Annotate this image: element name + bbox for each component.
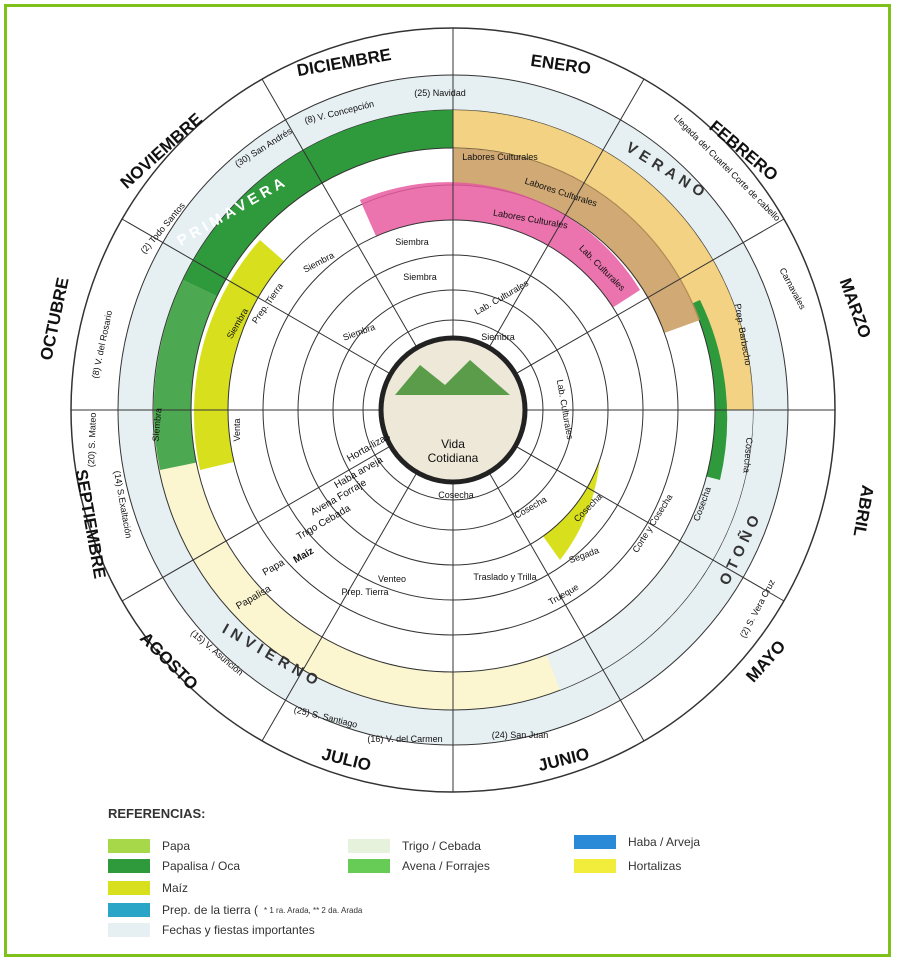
legend-item-prep: Prep. de la tierra ( * 1 ra. Arada, ** 2… [108,902,362,918]
crop-calendar-diagram: Vida Cotidiana ENERO FEBRERO MARZO ABRIL… [37,27,878,793]
legend-item-trigo: Trigo / Cebada [348,838,481,854]
legend-swatch-avena [348,859,390,873]
legend-swatch-papa [108,839,150,853]
legend-item-fechas: Fechas y fiestas importantes [108,922,315,938]
act-siembra-7: Siembra [151,408,164,442]
act-venta: Venta [232,418,242,441]
page-frame [4,4,891,957]
fiesta-carmen: (16) V. del Carmen [367,734,442,744]
legend-swatch-maiz [108,881,150,895]
center-label-1: Vida [441,437,465,451]
act-labores-1: Labores Culturales [462,152,538,162]
legend-title: REFERENCIAS: [108,806,206,821]
center-mountains [395,360,510,395]
legend-swatch-prep [108,903,150,917]
act-venteo: Venteo [378,574,406,584]
month-octubre: OCTUBRE [37,276,73,362]
legend-swatch-fechas [108,923,150,937]
legend-swatch-trigo [348,839,390,853]
legend-swatch-papalisa [108,859,150,873]
month-abril: ABRIL [850,484,878,538]
center-label-2: Cotidiana [428,451,479,465]
act-siembra-2: Siembra [403,272,437,282]
act-traslado: Traslado y Trilla [473,572,536,582]
act-cosecha-1: Cosecha [741,437,754,473]
month-marzo: MARZO [836,276,875,341]
legend: REFERENCIAS: Papa Papalisa / Oca Maíz Pr… [108,806,748,956]
legend-item-maiz: Maíz [108,880,188,896]
legend-item-haba: Haba / Arveja [574,834,700,850]
legend-item-papa: Papa [108,838,190,854]
legend-swatch-hortalizas [574,859,616,873]
fiesta-san-juan: (24) San Juan [492,730,549,740]
act-siembra-5: Siembra [481,332,515,342]
legend-item-papalisa: Papalisa / Oca [108,858,240,874]
legend-swatch-haba [574,835,616,849]
legend-prep-note: * 1 ra. Arada, ** 2 da. Arada [264,905,363,915]
act-prep-tierra-2: Prep. Tierra [341,587,388,597]
fiesta-navidad: (25) Navidad [414,88,466,98]
legend-item-avena: Avena / Forrajes [348,858,490,874]
legend-item-hortalizas: Hortalizas [574,858,681,874]
act-cosecha-5: Cosecha [438,490,474,500]
fiesta-mateo: (20) S. Mateo [86,412,98,467]
act-siembra-1: Siembra [395,237,429,247]
